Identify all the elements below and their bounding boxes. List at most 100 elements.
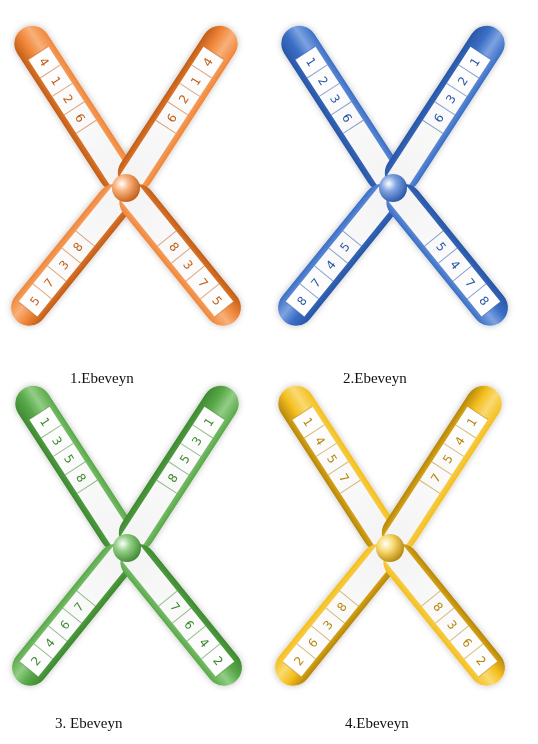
band-number: 1 <box>465 416 479 429</box>
band-number: 2 <box>177 93 191 106</box>
parent-caption: 4.Ebeveyn <box>345 714 409 732</box>
band-number: 5 <box>325 453 339 466</box>
band-number: 1 <box>189 74 203 87</box>
band-number: 8 <box>167 240 181 253</box>
band-number: 4 <box>37 56 51 69</box>
band-number: 5 <box>62 453 76 466</box>
parent-caption: 3. Ebeveyn <box>55 714 122 732</box>
band-number: 2 <box>211 654 225 667</box>
centromere <box>112 174 140 202</box>
band-number: 2 <box>292 654 306 667</box>
band-number: 7 <box>196 276 210 289</box>
band-number: 8 <box>335 600 349 613</box>
band-number: 8 <box>295 294 309 307</box>
arm-band <box>292 406 395 547</box>
band-number: 6 <box>306 636 320 649</box>
arm-band <box>384 406 487 547</box>
band-number: 7 <box>463 276 477 289</box>
band-number: 6 <box>432 111 446 124</box>
band-number: 4 <box>453 434 467 447</box>
band-number: 2 <box>474 654 488 667</box>
chromosome <box>271 19 515 333</box>
band-number: 1 <box>49 74 63 87</box>
band-number: 6 <box>58 618 72 631</box>
band-number: 3 <box>328 93 342 106</box>
band-number: 4 <box>201 56 215 69</box>
band-number: 8 <box>477 294 491 307</box>
arm-band <box>295 46 398 187</box>
band-number: 5 <box>210 294 224 307</box>
arm-body <box>111 19 245 198</box>
band-number: 5 <box>338 240 352 253</box>
chromosome <box>268 379 512 693</box>
band-number: 1 <box>38 416 52 429</box>
band-number: 3 <box>50 434 64 447</box>
arm-band <box>121 406 224 547</box>
band-number: 5 <box>441 453 455 466</box>
parent-caption: 2.Ebeveyn <box>343 369 407 387</box>
arm-band <box>29 406 132 547</box>
arm-band <box>123 547 235 677</box>
band-number: 3 <box>190 434 204 447</box>
band-number: 4 <box>43 636 57 649</box>
arm-band <box>28 46 131 187</box>
band-number: 8 <box>71 240 85 253</box>
chromosome-arm <box>111 19 245 198</box>
band-number: 7 <box>72 600 86 613</box>
band-number: 6 <box>73 111 87 124</box>
arm-band <box>120 46 223 187</box>
parent-caption: 1.Ebeveyn <box>70 369 134 387</box>
arm-band <box>283 547 395 677</box>
band-number: 2 <box>316 74 330 87</box>
arm-band <box>20 547 132 677</box>
band-number: 6 <box>340 111 354 124</box>
chromosome-arm <box>112 379 246 558</box>
band-number: 3 <box>445 618 459 631</box>
band-number: 3 <box>57 258 71 271</box>
band-number: 6 <box>165 111 179 124</box>
band-number: 7 <box>429 471 443 484</box>
arm-band <box>19 187 131 317</box>
arm-body <box>112 379 246 558</box>
band-number: 1 <box>468 56 482 69</box>
arm-band <box>286 187 398 317</box>
arm-body <box>378 19 512 198</box>
band-number: 6 <box>182 618 196 631</box>
band-number: 8 <box>431 600 445 613</box>
centromere <box>113 534 141 562</box>
arm-body <box>375 379 509 558</box>
band-number: 4 <box>448 258 462 271</box>
band-number: 2 <box>456 74 470 87</box>
chromosome <box>4 19 248 333</box>
band-number: 3 <box>321 618 335 631</box>
chromosome-arm <box>378 19 512 198</box>
arm-band <box>387 46 490 187</box>
band-number: 1 <box>301 416 315 429</box>
band-number: 7 <box>168 600 182 613</box>
band-number: 4 <box>197 636 211 649</box>
band-number: 3 <box>444 93 458 106</box>
chromosome-arm <box>375 379 509 558</box>
band-number: 2 <box>61 93 75 106</box>
arm-band <box>122 187 234 317</box>
band-number: 1 <box>304 56 318 69</box>
centromere <box>379 174 407 202</box>
band-number: 7 <box>337 471 351 484</box>
band-number: 7 <box>42 276 56 289</box>
band-number: 4 <box>324 258 338 271</box>
band-number: 3 <box>181 258 195 271</box>
band-number: 7 <box>309 276 323 289</box>
band-number: 8 <box>74 471 88 484</box>
band-number: 4 <box>313 434 327 447</box>
chromosome <box>5 379 249 693</box>
arm-band <box>386 547 498 677</box>
band-number: 5 <box>28 294 42 307</box>
centromere <box>376 534 404 562</box>
band-number: 8 <box>166 471 180 484</box>
band-number: 6 <box>460 636 474 649</box>
band-number: 1 <box>202 416 216 429</box>
arm-band <box>389 187 501 317</box>
band-number: 5 <box>434 240 448 253</box>
band-number: 5 <box>178 453 192 466</box>
